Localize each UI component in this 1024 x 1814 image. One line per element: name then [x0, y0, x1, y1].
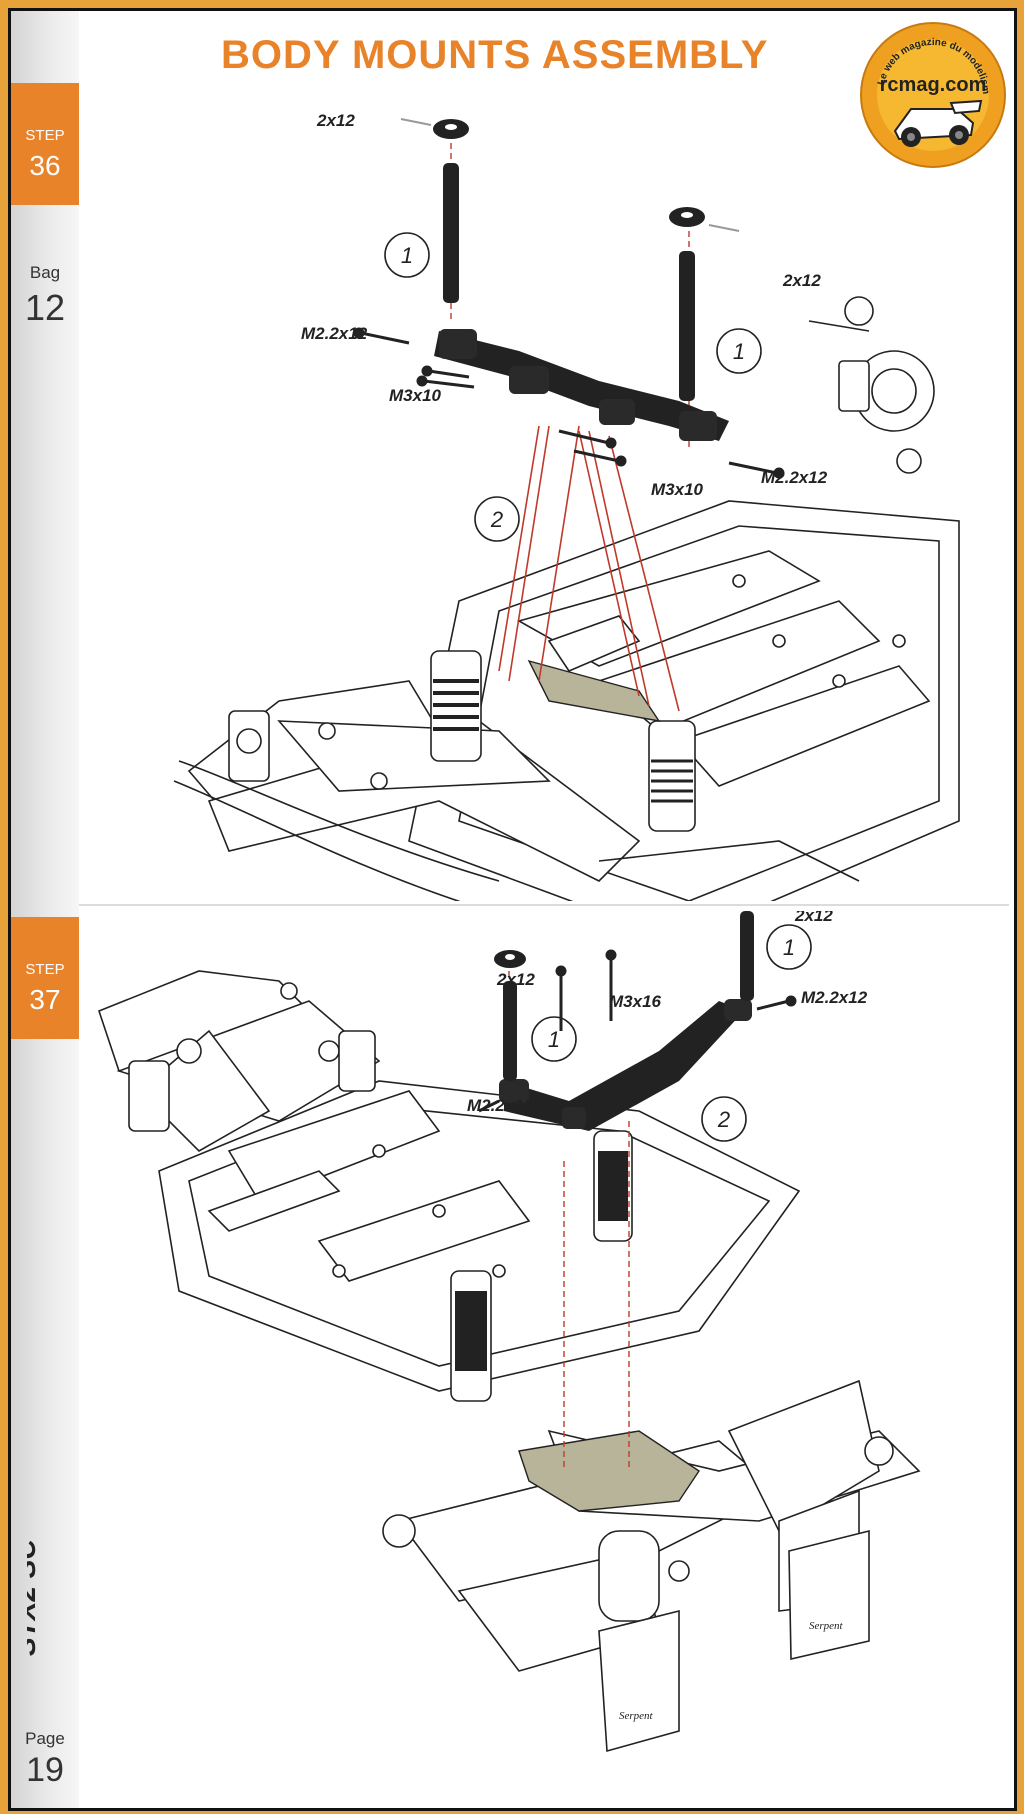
post-icon [503, 911, 754, 1081]
screw-icon [353, 118, 785, 479]
step-number: 37 [29, 984, 61, 1015]
bag-number: 12 [24, 287, 66, 328]
page-number: 19 [26, 1751, 64, 1789]
bag-label: Bag 12 [11, 263, 79, 329]
body-mount-bar [434, 329, 729, 441]
svg-text:2: 2 [717, 1107, 730, 1132]
callout-2x12: 2x12 [782, 271, 821, 290]
callout-m2-2x12: M2.2x12 [801, 988, 868, 1007]
mudflap-brand: Serpent [809, 1620, 844, 1632]
screw-icon [478, 949, 797, 1113]
step-number: 36 [29, 150, 61, 181]
callout-2x12: 2x12 [496, 970, 535, 989]
mount-highlight [527, 659, 661, 722]
step-word: STEP [25, 127, 65, 144]
step-word: STEP [25, 961, 65, 978]
stx2-logo: STX2 SC [27, 1541, 41, 1656]
step-36-tab: STEP 36 [11, 83, 79, 205]
callout-2x12: 2x12 [794, 911, 833, 925]
page-title: BODY MOUNTS ASSEMBLY [221, 33, 769, 77]
callout-m2-2x12: M2.2x12 [761, 468, 828, 487]
mudflap-brand: Serpent [619, 1710, 654, 1722]
step-divider [79, 904, 1009, 906]
step-37-tab: STEP 37 [11, 917, 79, 1039]
svg-text:2: 2 [490, 507, 503, 532]
step-36-diagram: 2x12 2x12 M2.2x12 M3x10 M3x10 M2.2x12 1 … [173, 111, 960, 901]
page-label: Page 19 [11, 1729, 79, 1790]
shock-right [648, 720, 696, 832]
part-number-circle: 1 [531, 1016, 577, 1062]
part-number-circle: 1 [384, 232, 430, 278]
callout-m2-2x12: M2.2x12 [467, 1096, 534, 1115]
washer-icon [433, 119, 705, 227]
shock-left [430, 650, 482, 762]
part-number-circle: 1 [716, 328, 762, 374]
manual-page: STEP 36 Bag 12 STEP 37 STX2 SC Page 19 B… [8, 8, 1017, 1811]
rear-hub [808, 296, 935, 474]
svg-text:1: 1 [548, 1027, 560, 1052]
callout-2x12: 2x12 [316, 111, 355, 130]
callout-m3x10: M3x10 [651, 480, 704, 499]
guide-lines [498, 425, 680, 712]
svg-text:1: 1 [401, 243, 413, 268]
part-number-circle: 2 [474, 496, 520, 542]
svg-text:1: 1 [733, 339, 745, 364]
body-mount-bar [499, 999, 752, 1131]
svg-text:1: 1 [783, 935, 795, 960]
shock-right [593, 1130, 633, 1242]
logo-brand: rcmag.com [880, 74, 987, 96]
shock-left [450, 1270, 492, 1402]
front-suspension [173, 680, 860, 901]
chassis-tub [408, 500, 960, 901]
part-number-circle: 1 [766, 924, 812, 970]
side-strip [11, 11, 79, 1808]
front-suspension [98, 970, 381, 1152]
step-37-diagram: Serpent Serpent [98, 911, 921, 1753]
post-icon [443, 163, 695, 401]
mud-flap [598, 1529, 870, 1753]
rcmag-logo: Le web magazine du modelisme rcmag.com [859, 21, 1006, 168]
page-word: Page [25, 1729, 65, 1748]
callout-m2-2x12: M2.2x12 [301, 324, 368, 343]
stx2-logo-text: STX2 SC [27, 1541, 41, 1656]
callout-m3x10: M3x10 [389, 386, 442, 405]
callout-m3x16: M3x16 [609, 992, 662, 1011]
washer-icon [494, 950, 526, 968]
part-number-circle: 2 [701, 1096, 747, 1142]
bag-word: Bag [29, 263, 61, 282]
